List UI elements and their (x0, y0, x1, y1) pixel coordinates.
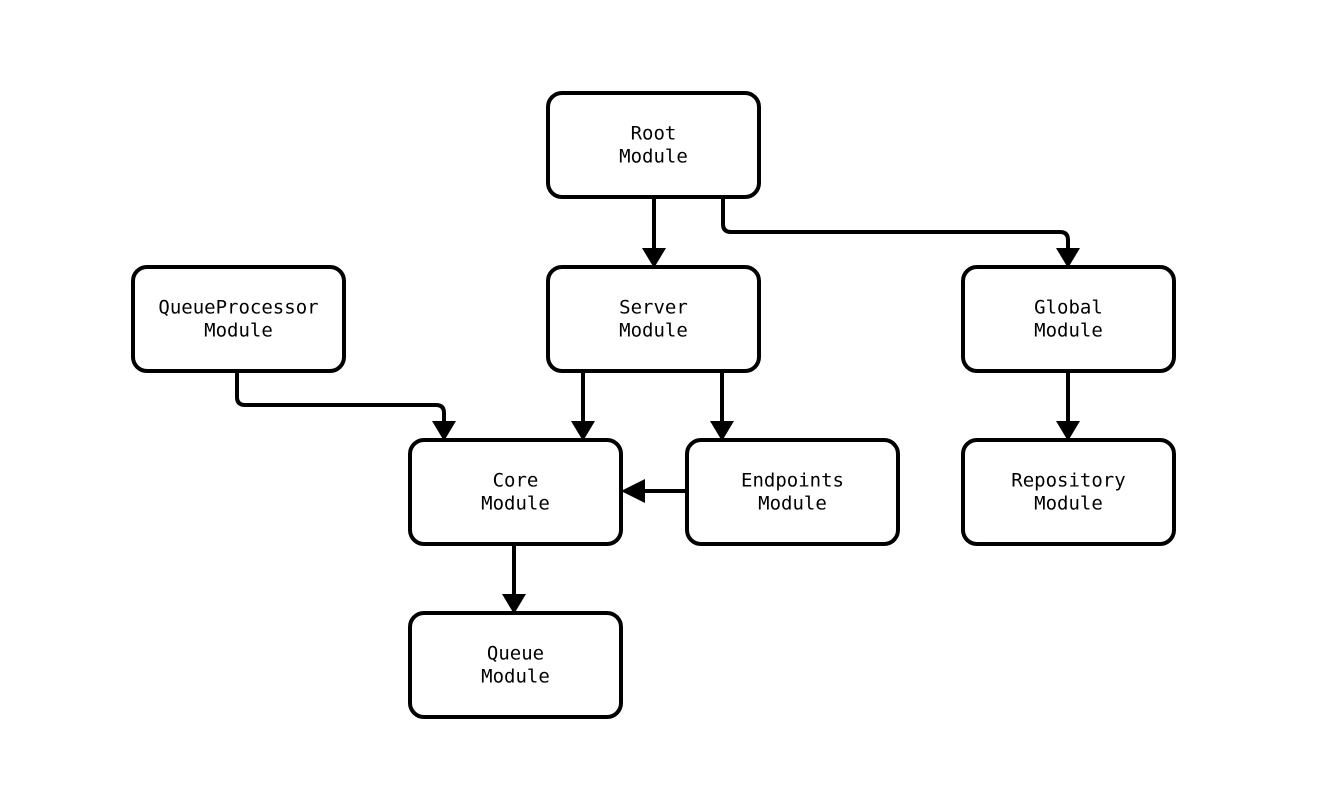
node-label-name: Global (1034, 297, 1103, 319)
arrowhead-icon (1056, 421, 1080, 441)
arrowhead-icon (1056, 248, 1080, 268)
nodes-group: RootModuleQueueProcessorModuleServerModu… (131, 91, 1176, 719)
node-box[interactable] (546, 265, 761, 373)
node-label-name: Queue (487, 643, 544, 665)
node-box[interactable] (131, 265, 346, 373)
edge-root-to-global (721, 197, 1080, 268)
arrowhead-icon (502, 594, 526, 614)
node-box[interactable] (408, 438, 623, 546)
arrowhead-icon (621, 479, 645, 503)
node-box[interactable] (685, 438, 900, 546)
node-box[interactable] (408, 611, 623, 719)
arrowhead-icon (432, 421, 456, 441)
edges-group (235, 197, 1080, 614)
edge-core-to-queue (502, 544, 526, 614)
node-label-suffix: Module (619, 320, 688, 342)
edge-line (721, 197, 1070, 252)
edge-root-to-server (642, 197, 666, 268)
node-label-suffix: Module (481, 493, 550, 515)
edge-server-to-endpoints (710, 371, 734, 441)
node-box[interactable] (961, 265, 1176, 373)
arrowhead-icon (710, 421, 734, 441)
node-label-name: Core (493, 470, 539, 492)
arrowhead-icon (571, 421, 595, 441)
edge-endpoints-to-core (621, 479, 687, 503)
node-label-suffix: Module (758, 493, 827, 515)
node-label-name: Server (619, 297, 688, 319)
node-box[interactable] (961, 438, 1176, 546)
edge-global-to-repository (1056, 371, 1080, 441)
edge-line (235, 371, 446, 425)
node-label-name: QueueProcessor (158, 297, 318, 319)
node-label-suffix: Module (204, 320, 273, 342)
node-label-suffix: Module (1034, 493, 1103, 515)
node-label-suffix: Module (619, 146, 688, 168)
node-box[interactable] (546, 91, 761, 199)
edge-queueprocessor-to-core (235, 371, 456, 441)
edge-server-to-core (571, 371, 595, 441)
node-label-name: Root (631, 123, 677, 145)
node-label-name: Endpoints (741, 470, 844, 492)
node-label-name: Repository (1011, 470, 1125, 492)
arrowhead-icon (642, 248, 666, 268)
node-label-suffix: Module (1034, 320, 1103, 342)
node-label-suffix: Module (481, 666, 550, 688)
